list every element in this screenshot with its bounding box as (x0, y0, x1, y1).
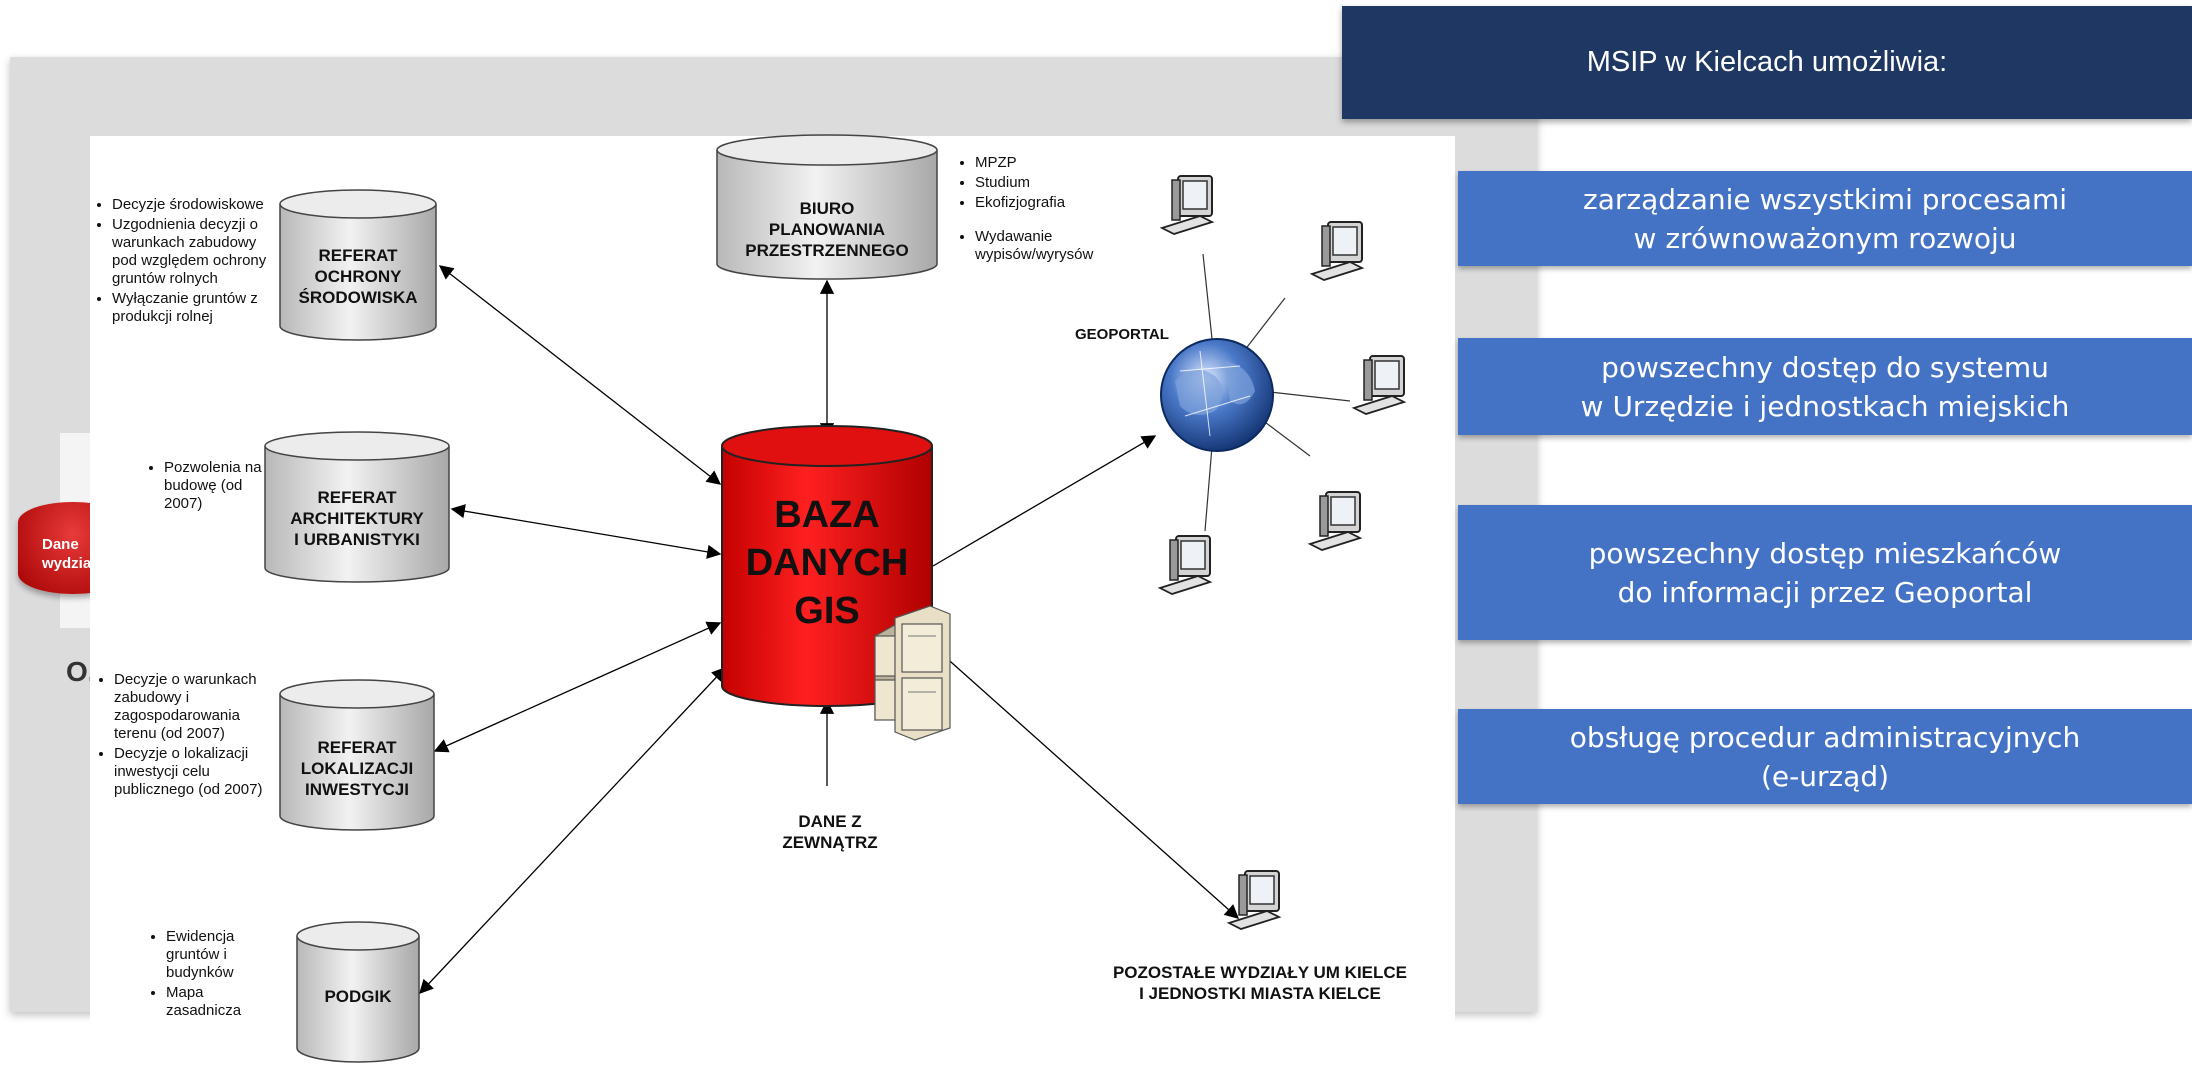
capability-text: obsługę procedur administracyjnych (e-ur… (1569, 720, 2081, 793)
note-item: Decyzje o lokalizacji inwestycji celu pu… (114, 745, 274, 799)
node-label-ochrona: REFERAT OCHRONY ŚRODOWISKA (298, 245, 418, 307)
notes-podgik: Ewidencja gruntów i budynków Mapa zasadn… (144, 928, 266, 1022)
note-item: Decyzje o warunkach zabudowy i zagospoda… (114, 671, 274, 743)
computer-icon (1159, 535, 1211, 595)
notes-ochrona: Decyzje środowiskowe Uzgodnienia decyzji… (90, 196, 282, 328)
link-other-units (932, 645, 1240, 919)
cylinder-biuro (716, 134, 938, 280)
link-geoportal (932, 435, 1157, 567)
node-label-architektura: REFERAT ARCHITEKTURY I URBANISTYKI (290, 487, 424, 549)
external-data-label: DANE Z ZEWNĄTRZ (782, 812, 878, 852)
other-units-label: POZOSTAŁE WYDZIAŁY UM KIELCE I JEDNOSTKI… (1112, 963, 1408, 1003)
note-item: Uzgodnienia decyzji o warunkach zabudowy… (112, 216, 282, 288)
computer-icon (1161, 175, 1213, 235)
notes-biuro: MPZP Studium Ekofizjografia (953, 154, 1115, 214)
cylinder-podgik (296, 921, 420, 1063)
note-item: Wyłączanie gruntów z produkcji rolnej (112, 290, 282, 326)
note-item: Ekofizjografia (975, 194, 1115, 212)
geoportal-label: GEOPORTAL (1075, 326, 1169, 343)
node-label-biuro: BIURO PLANOWANIA PRZESTRZENNEGO (745, 198, 909, 260)
globe-icon (1160, 338, 1274, 452)
computer-icon (1311, 221, 1363, 281)
notes-architektura: Pozwolenia na budowę (od 2007) (142, 459, 274, 515)
computer-icon (1353, 355, 1405, 415)
diagram-graphics (264, 134, 1405, 1063)
computer-icon (1228, 870, 1280, 930)
note-item: Decyzje środowiskowe (112, 196, 282, 214)
cylinder-ochrona (279, 189, 437, 341)
panel-title-text: MSIP w Kielcach umożliwia: (1586, 46, 1948, 78)
capability-text: zarządzanie wszystkimi procesami w zrówn… (1583, 182, 2067, 255)
note-item: Mapa zasadnicza (166, 984, 266, 1020)
node-label-podgik: PODGIK (324, 986, 392, 1006)
capability-text: powszechny dostęp mieszkańców do informa… (1588, 536, 2062, 609)
note-item: Studium (975, 174, 1115, 192)
note-item: Pozwolenia na budowę (od 2007) (164, 459, 274, 513)
link-ochrona (438, 265, 722, 485)
notes-lokalizacja: Decyzje o warunkach zabudowy i zagospoda… (92, 671, 274, 801)
note-item: Wydawanie wypisów/wyrysów (975, 228, 1125, 264)
gis-diagram: Decyzje środowiskowe Uzgodnienia decyzji… (90, 134, 1455, 1066)
server-icon (874, 605, 951, 741)
cylinder-lokalizacja (279, 679, 435, 831)
computer-icon (1309, 491, 1361, 551)
capability-card: powszechny dostęp do systemu w Urzędzie … (1458, 338, 2192, 435)
note-item: MPZP (975, 154, 1115, 172)
node-label-lokalizacja: REFERAT LOKALIZACJI INWESTYCJI (300, 737, 414, 799)
link-lokalizacja (433, 621, 722, 753)
panel-title: MSIP w Kielcach umożliwia: (1342, 6, 2192, 119)
capability-card: obsługę procedur administracyjnych (e-ur… (1458, 709, 2192, 804)
link-podgik (419, 666, 726, 995)
cylinder-architektura (264, 431, 450, 583)
capability-card: zarządzanie wszystkimi procesami w zrówn… (1458, 171, 2192, 266)
capability-card: powszechny dostęp mieszkańców do informa… (1458, 505, 2192, 640)
link-architektura (450, 504, 722, 559)
notes-biuro-services: Wydawanie wypisów/wyrysów (953, 228, 1125, 266)
note-item: Ewidencja gruntów i budynków (166, 928, 266, 982)
capability-text: powszechny dostęp do systemu w Urzędzie … (1580, 350, 2070, 423)
node-label-gis-database: BAZA DANYCH GIS (745, 494, 909, 632)
